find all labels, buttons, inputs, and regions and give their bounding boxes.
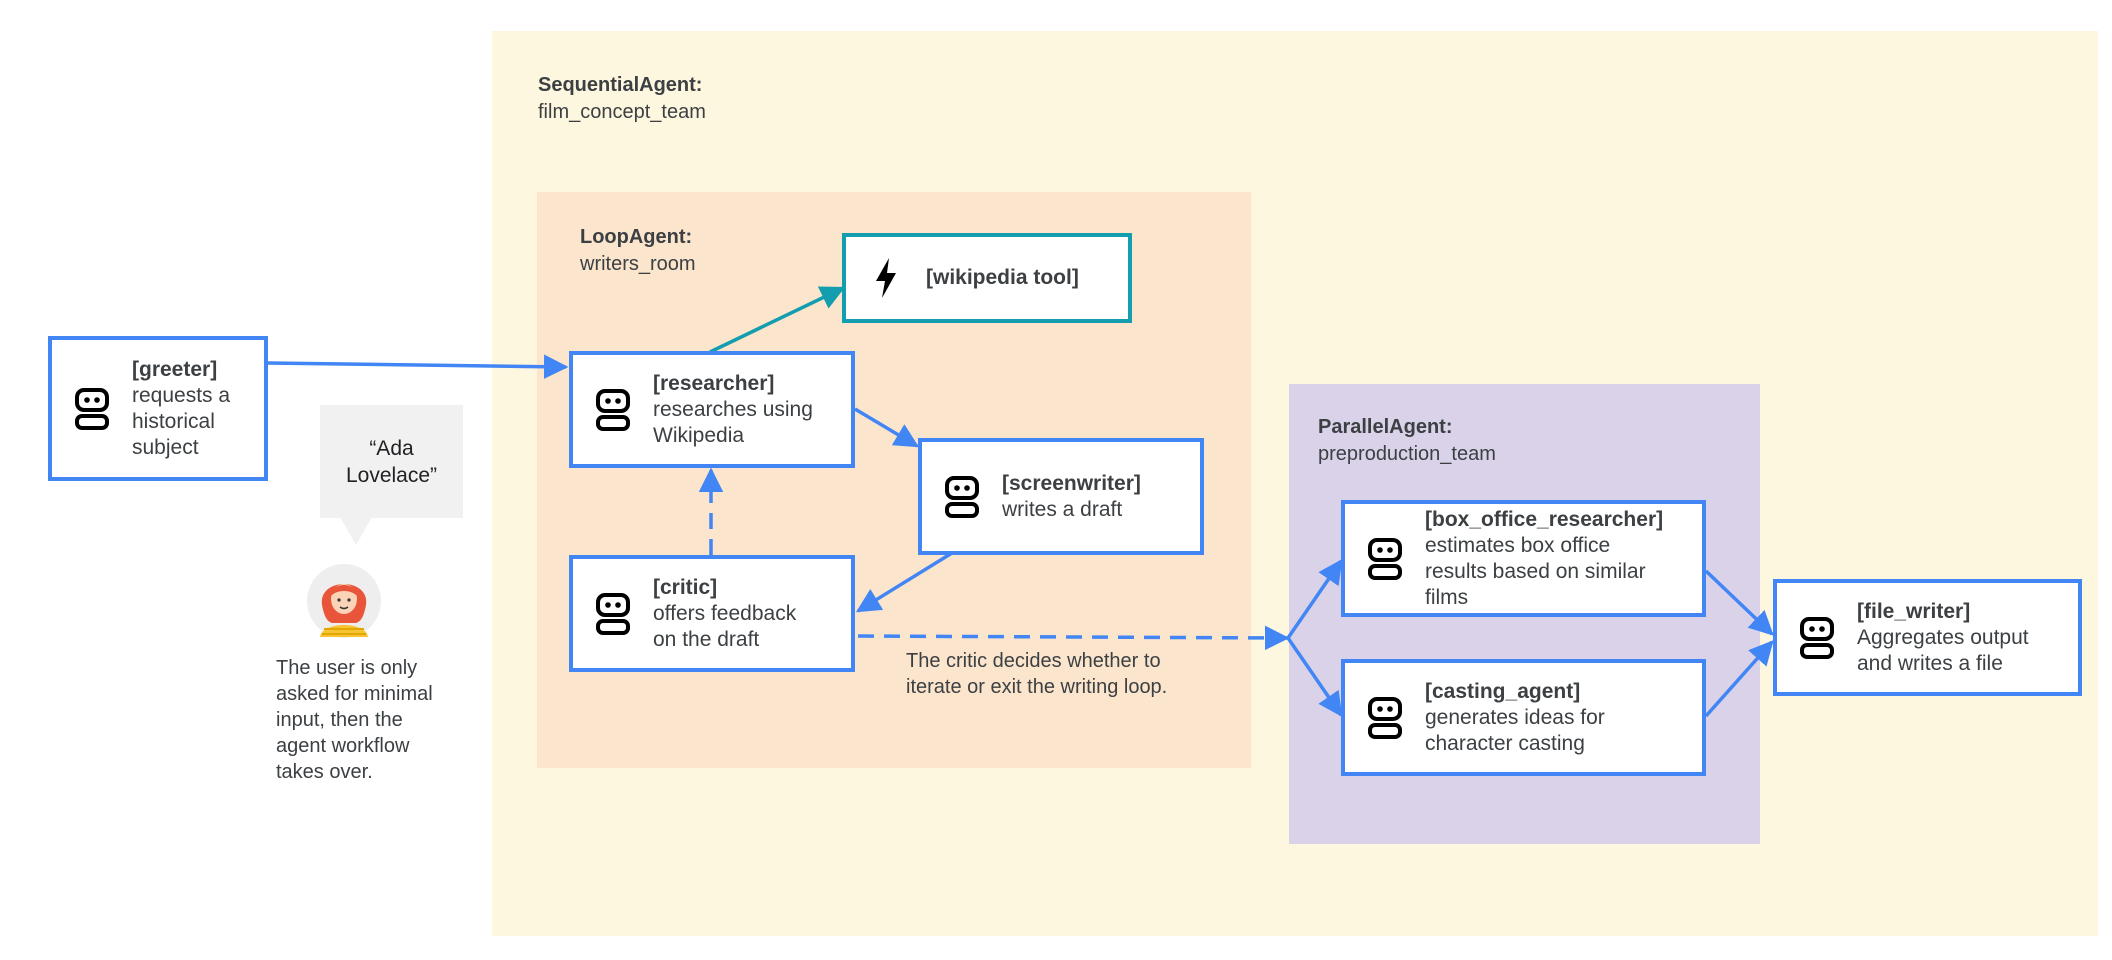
researcher-desc: researches using Wikipedia: [653, 397, 813, 447]
parallel-agent-type: ParallelAgent:: [1318, 416, 1453, 438]
parallel-agent-title: ParallelAgent: preproduction_team: [1318, 414, 1618, 468]
lightning-icon: [876, 258, 896, 298]
arrow-fork-to-casting: [1286, 637, 1343, 718]
loop-agent-type: LoopAgent:: [580, 226, 693, 248]
box-office-researcher-desc: estimates box office results based on si…: [1425, 533, 1646, 609]
screenwriter-name: [screenwriter]: [1002, 471, 1141, 495]
box-office-researcher-name: [box_office_researcher]: [1425, 507, 1664, 531]
robot-icon: [596, 592, 630, 635]
critic-node: [critic] offers feedback on the draft: [569, 555, 855, 672]
critic-caption: The critic decides whether to iterate or…: [906, 650, 1168, 698]
user-avatar: [307, 564, 381, 638]
casting-agent-name: [casting_agent]: [1425, 679, 1581, 703]
robot-icon: [75, 387, 109, 430]
arrow-box-office-to-file-writer: [1704, 569, 1774, 636]
robot-icon: [945, 475, 979, 518]
sequential-agent-title: SequentialAgent: film_concept_team: [538, 72, 838, 126]
loop-agent-title: LoopAgent: writers_room: [580, 224, 830, 278]
robot-icon: [1368, 537, 1402, 580]
arrow-screenwriter-to-critic: [855, 551, 953, 613]
speech-bubble-text: “Ada Lovelace”: [345, 436, 438, 487]
robot-icon: [1368, 696, 1402, 739]
critic-desc: offers feedback on the draft: [653, 601, 797, 651]
file-writer-name: [file_writer]: [1857, 599, 1971, 623]
researcher-name: [researcher]: [653, 371, 775, 395]
screenwriter-desc: writes a draft: [1002, 497, 1123, 521]
arrow-critic-to-parallel: [857, 625, 1290, 651]
wikipedia-tool-node: [wikipedia tool]: [842, 233, 1132, 323]
arrow-researcher-to-tool: [709, 286, 846, 354]
greeter-name: [greeter]: [132, 357, 218, 381]
robot-icon: [596, 388, 630, 431]
file-writer-node: [file_writer] Aggregates output and writ…: [1773, 579, 2082, 696]
arrow-greeter-to-researcher: [267, 354, 569, 379]
critic-name: [critic]: [653, 575, 718, 599]
researcher-node: [researcher] researches using Wikipedia: [569, 351, 855, 468]
sequential-agent-name: film_concept_team: [538, 101, 706, 123]
arrow-researcher-to-screenwriter: [854, 407, 920, 448]
robot-icon: [1800, 616, 1834, 659]
greeter-node: [greeter] requests a historical subject: [48, 336, 268, 481]
casting-agent-desc: generates ideas for character casting: [1425, 705, 1605, 755]
file-writer-desc: Aggregates output and writes a file: [1857, 625, 2029, 675]
arrow-fork-to-box-office: [1286, 558, 1343, 639]
wikipedia-tool-name: [wikipedia tool]: [926, 266, 1079, 289]
loop-agent-name: writers_room: [580, 253, 696, 275]
speech-bubble: “Ada Lovelace”: [320, 405, 463, 518]
user-caption: The user is only asked for minimal input…: [276, 657, 433, 783]
arrow-casting-to-file-writer: [1704, 640, 1774, 718]
speech-bubble-tail: [340, 517, 372, 545]
greeter-desc: requests a historical subject: [132, 383, 231, 459]
screenwriter-node: [screenwriter] writes a draft: [918, 438, 1204, 555]
parallel-agent-name: preproduction_team: [1318, 443, 1496, 465]
casting-agent-node: [casting_agent] generates ideas for char…: [1341, 659, 1706, 776]
sequential-agent-type: SequentialAgent:: [538, 74, 703, 96]
box-office-researcher-node: [box_office_researcher] estimates box of…: [1341, 500, 1706, 617]
